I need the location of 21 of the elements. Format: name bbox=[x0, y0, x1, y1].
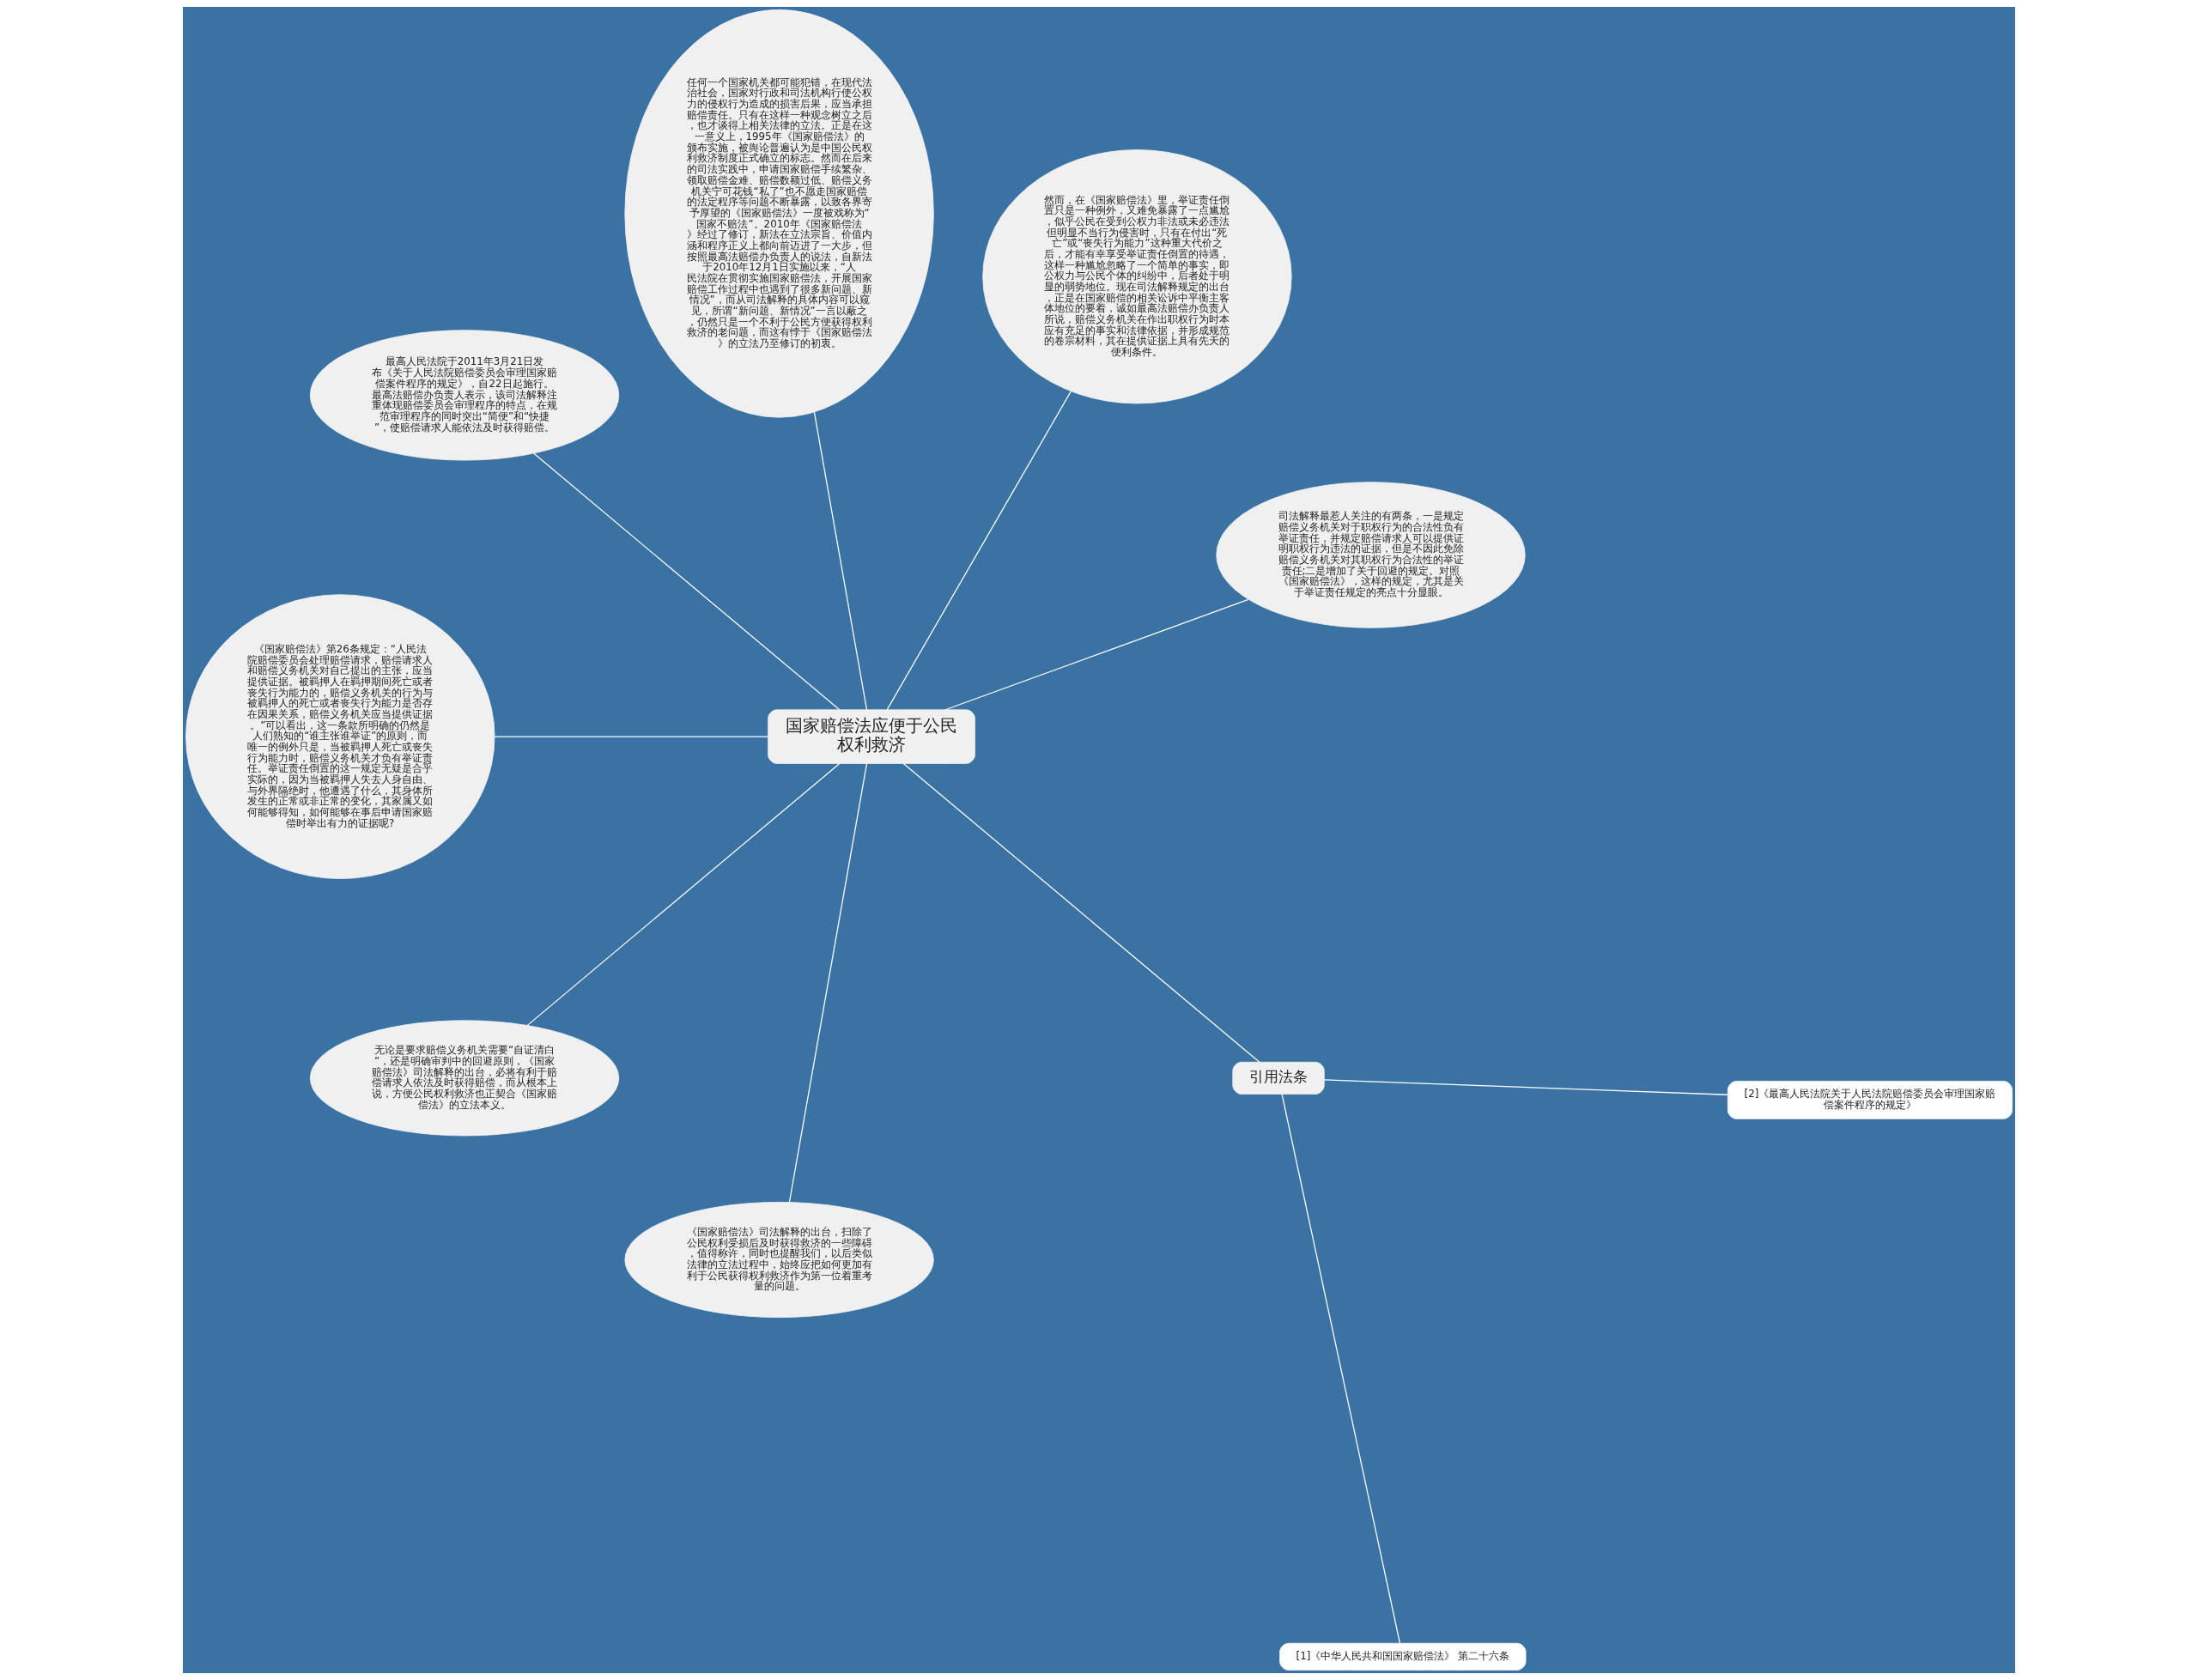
connector bbox=[813, 411, 868, 711]
node-circle: 《国家赔偿法》第26条规定：“人民法院赔偿委员会处理赔偿请求，赔偿请求人和赔偿义务机关对自己提出的主张，应当提供证据。被羁押人在羁押期间死亡或者丧失行为能力的，赔偿义务机关的行为与被羁押人的死亡或者丧失行为能力是否存在因果关系，赔偿义务机关应当提供证据。”可以看出，这一条款所明确的仍然是人们熟知的“谁主张谁举证”的原则，而唯一的例外只是，当被羁押人死亡或丧失行为能力时，赔偿义务机关才负有举证责任。举证责任倒置的这一规定无疑是合乎实际的，因为当被羁押人失去人身自由、与外界隔绝时，他遭遇了什么，其身体所发生的正常或非正常的变化，其家属又如何能够得知，如何能够在事后申请国家赔偿时举出有力的证据呢? bbox=[185, 594, 495, 879]
node-box: [1]《中华人民共和国国家赔偿法》 第二十六条 bbox=[1279, 1642, 1527, 1671]
connector bbox=[788, 762, 868, 1204]
node-ellipse: 最高人民法院于2011年3月21日发布《关于人民法院赔偿委员会审理国家赔偿案件程序的规定》，自22日起施行。最高法赔偿办负责人表示，该司法解释注重体现赔偿委员会审理程序的特点，在规范审理程序的同时突出“简便”和“快捷”，使赔偿请求人能依法及时获得赔偿。 bbox=[309, 330, 620, 461]
connector bbox=[944, 598, 1249, 711]
node-ellipse: 然而，在《国家赔偿法》里，举证责任倒置只是一种例外，又难免暴露了一点尴尬，似乎公民在受到公权力非法或未必违法但明显不当行为侵害时，只有在付出“死亡”或“丧失行为能力”这种重大代价之后，才能有幸享受举证责任倒置的待遇，这样一种尴尬忽略了一个简单的事实，即公权力与公民个体的纠纷中，后者处于明显的弱势地位。现在司法解释规定的出台，正是在国家赔偿的相关讼诉中平衡主客体地位的要着，诚如最高法赔偿办负责人所说，赔偿义务机关在作出职权行为时本应有充足的事实和法律依据，并形成规范的卷宗材料，其在提供证据上具有先天的便利条件。 bbox=[982, 149, 1292, 404]
connector bbox=[903, 763, 1260, 1063]
node-box: 国家赔偿法应便于公民权利救济 bbox=[768, 709, 975, 764]
connector bbox=[526, 763, 841, 1027]
node-box: [2]《最高人民法院关于人民法院赔偿委员会审理国家赔偿案件程序的规定》 bbox=[1727, 1081, 2013, 1119]
connector bbox=[1323, 1079, 1728, 1095]
connector bbox=[886, 391, 1072, 711]
node-ellipse: 《国家赔偿法》司法解释的出台，扫除了公民权利受损后及时获得救济的一些障碍，值得称许，同时也提醒我们，以后类似法律的立法过程中，始终应把如何更加有利于公民获得权利救济作为第一位着重考量的问题。 bbox=[624, 1201, 934, 1319]
connector bbox=[494, 736, 768, 737]
connector bbox=[1281, 1093, 1401, 1644]
node-ellipse: 任何一个国家机关都可能犯错，在现代法治社会，国家对行政和司法机构行使公权力的侵权行为造成的损害后果，应当承担赔偿责任。只有在这样一种观念树立之后，也才谈得上相关法律的立法。正是在这一意义上，1995年《国家赔偿法》的颁布实施，被舆论普遍认为是中国公民权利救济制度正式确立的标志。然而在后来的司法实践中，申请国家赔偿手续繁杂、领取赔偿金难、赔偿数额过低、赔偿义务机关宁可花钱“私了”也不愿走国家赔偿的法定程序等问题不断暴露，以致各界寄予厚望的《国家赔偿法》一度被戏称为“国家不赔法”。2010年《国家赔偿法》经过了修订，新法在立法宗旨、价值内涵和程序正义上都向前迈进了一大步，但按照最高法赔偿办负责人的说法，自新法于2010年12月1日实施以来，“人民法院在贯彻实施国家赔偿法，开展国家赔偿工作过程中也遇到了很多新问题、新情况”，而从司法解释的具体内容可以窥见，所谓“新问题、新情况”一言以蔽之，仍然只是一个不利于公民方便获得权利救济的老问题，而这有悖于《国家赔偿法》的立法乃至修订的初衷。 bbox=[624, 9, 934, 418]
node-ellipse: 司法解释最惹人关注的有两条，一是规定赔偿义务机关对于职权行为的合法性负有举证责任，并规定赔偿请求人可以提供证明职权行为违法的证据，但是不因此免除赔偿义务机关对其职权行为合法性的举证责任;二是增加了关于回避的规定。对照《国家赔偿法》，这样的规定，尤其是关于举证责任规定的亮点十分显眼。 bbox=[1216, 482, 1526, 628]
node-box: 引用法条 bbox=[1232, 1061, 1325, 1095]
node-ellipse: 无论是要求赔偿义务机关需要“自证清白”，还是明确审判中的回避原则，《国家赔偿法》司法解释的出台，必将有利于赔偿请求人依法及时获得赔偿，而从根本上说，方便公民权利救济也正契合《国家赔偿法》的立法本义。 bbox=[309, 1020, 620, 1137]
connector bbox=[533, 452, 841, 711]
